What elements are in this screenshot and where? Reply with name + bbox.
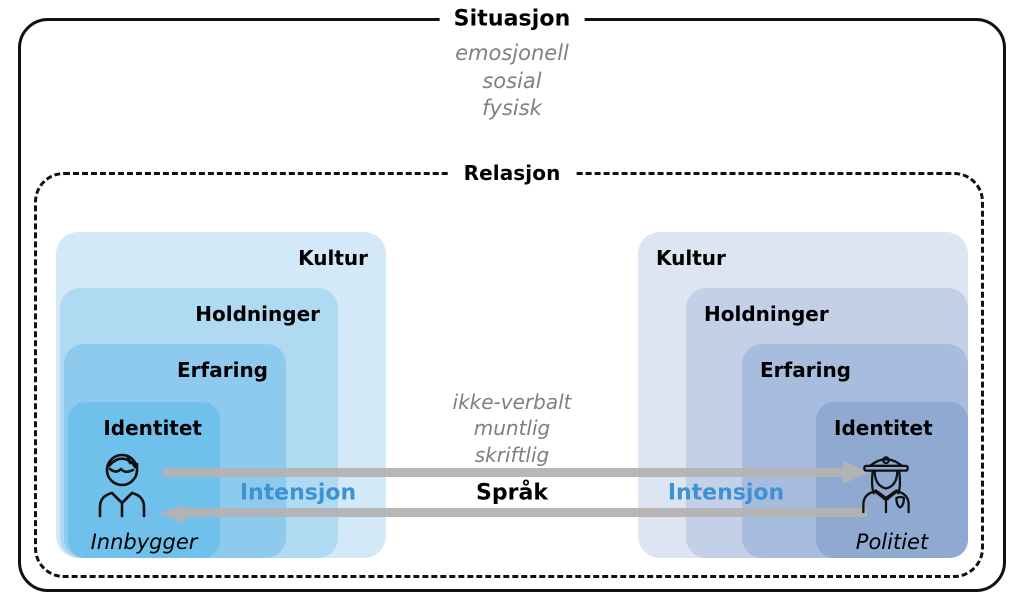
intensjon-left-label: Intensjon bbox=[239, 480, 357, 506]
situasjon-descriptor-sosial: sosial bbox=[482, 68, 542, 93]
citizen-caption: Innbygger bbox=[90, 530, 198, 554]
right-layer-kultur-label: Kultur bbox=[656, 246, 726, 270]
left-layer-holdninger-label: Holdninger bbox=[195, 302, 320, 326]
sprak-descriptor-muntlig: muntlig bbox=[473, 416, 551, 441]
police-caption: Politiet bbox=[855, 530, 929, 554]
left-layer-kultur-label: Kultur bbox=[298, 246, 368, 270]
situasjon-title: Situasjon bbox=[439, 6, 585, 32]
sprak-descriptors: ikke-verbalt muntlig skriftlig bbox=[453, 389, 572, 468]
sprak-descriptor-ikke-verbalt: ikke-verbalt bbox=[452, 390, 572, 414]
sprak-descriptor-skriftlig: skriftlig bbox=[474, 442, 550, 467]
right-layer-erfaring-label: Erfaring bbox=[760, 358, 851, 382]
situasjon-descriptor-fysisk: fysisk bbox=[482, 96, 542, 121]
relasjon-title: Relasjon bbox=[449, 161, 575, 185]
left-layer-identitet-label: Identitet bbox=[103, 416, 202, 440]
right-layer-identitet: Identitet bbox=[816, 402, 968, 558]
sprak-label: Språk bbox=[476, 480, 548, 506]
police-officer-icon bbox=[862, 456, 910, 514]
situasjon-descriptor-emosjonell: emosjonell bbox=[455, 41, 569, 65]
citizen-person-icon bbox=[98, 453, 146, 518]
left-layer-erfaring-label: Erfaring bbox=[177, 358, 268, 382]
situasjon-descriptors: emosjonell sosial fysisk bbox=[455, 40, 569, 123]
intensjon-right-label: Intensjon bbox=[667, 480, 785, 506]
right-layer-identitet-label: Identitet bbox=[834, 416, 933, 440]
right-layer-holdninger-label: Holdninger bbox=[704, 302, 829, 326]
left-layer-identitet: Identitet bbox=[68, 402, 220, 558]
